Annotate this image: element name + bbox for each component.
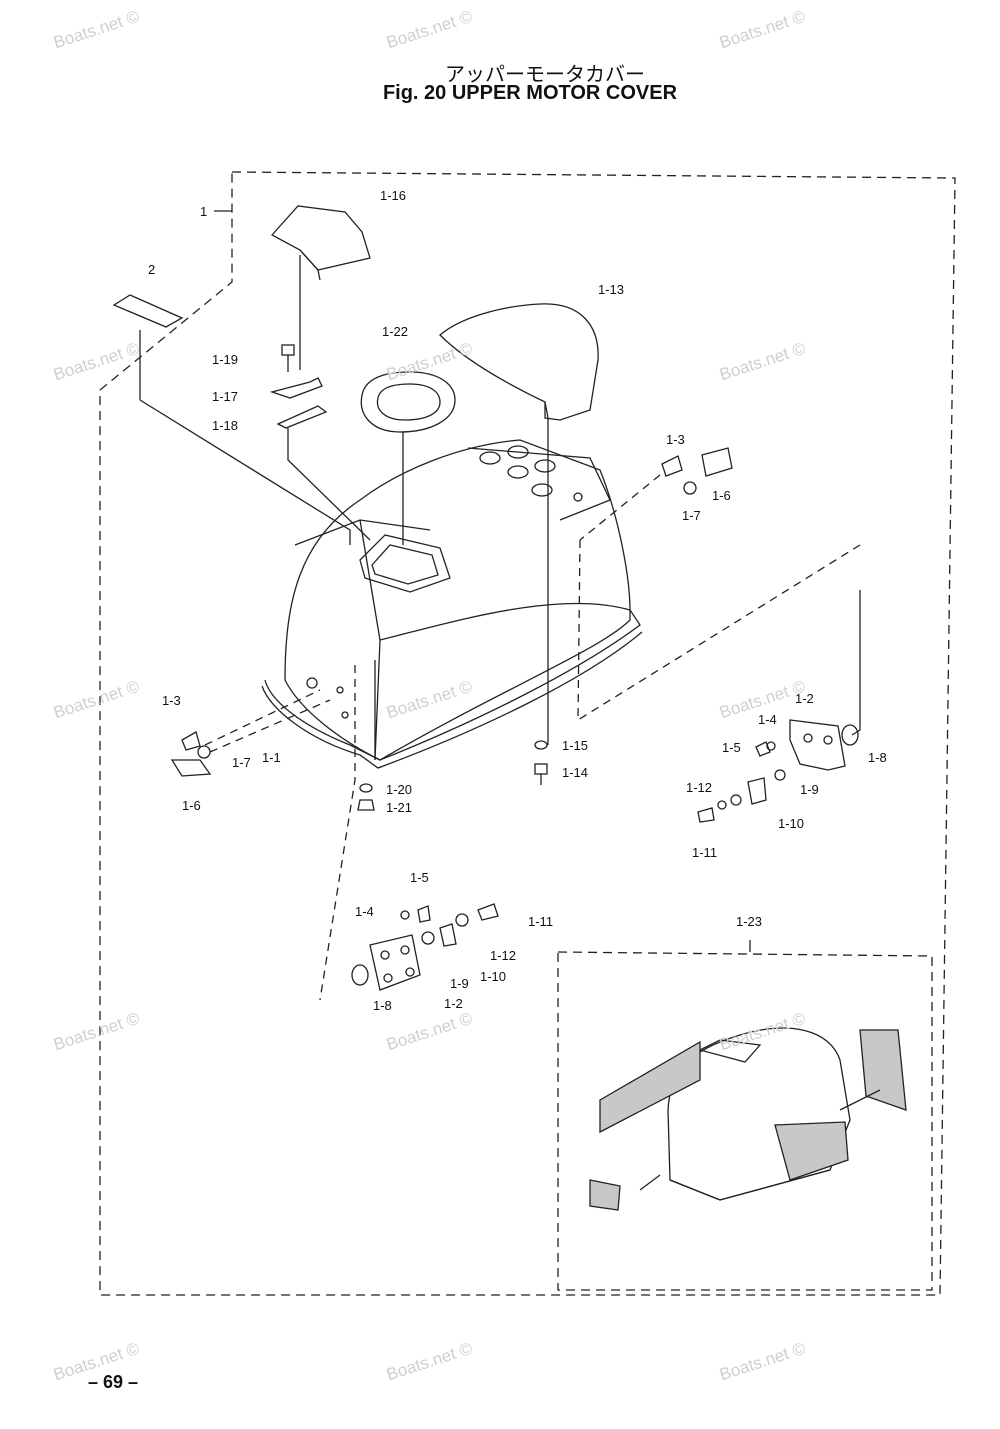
label-1-11-lower: 1-11 xyxy=(528,914,553,929)
label-1-11-right: 1-11 xyxy=(692,845,717,860)
latch-parts xyxy=(269,344,328,429)
left-latch-parts xyxy=(170,731,212,777)
label-1-9-lower: 1-9 xyxy=(450,976,469,991)
decal-right xyxy=(859,1029,907,1111)
label-1-13: 1-13 xyxy=(598,282,624,297)
part-1-16-shape xyxy=(270,205,371,281)
label-1-6-left: 1-6 xyxy=(182,798,201,813)
bolt-1-14 xyxy=(534,740,548,785)
label-1-4-right: 1-4 xyxy=(758,712,777,727)
nut-1-21 xyxy=(357,783,375,811)
right-bracket-group xyxy=(697,719,859,823)
page-number: – 69 – xyxy=(88,1372,139,1392)
title-japanese: アッパーモータカバー xyxy=(445,62,645,86)
decal-left xyxy=(599,1040,701,1134)
label-1-3-left: 1-3 xyxy=(162,693,181,708)
page-title: Fig. 20 UPPER MOTOR COVER xyxy=(382,82,678,104)
part-1-22-shape xyxy=(360,371,456,433)
label-1-8-lower: 1-8 xyxy=(373,998,392,1013)
label-1-7-right: 1-7 xyxy=(682,508,701,523)
label-2: 2 xyxy=(148,262,155,277)
label-1-5-lower: 1-5 xyxy=(410,870,429,885)
part-1-13-shape xyxy=(439,303,599,421)
upper-motor-cover xyxy=(261,439,643,769)
part-2-decal xyxy=(112,294,184,328)
label-1-5-right: 1-5 xyxy=(722,740,741,755)
label-1-2-right: 1-2 xyxy=(795,691,814,706)
label-1-21: 1-21 xyxy=(386,800,412,815)
label-1-23: 1-23 xyxy=(736,914,762,929)
label-1-20: 1-20 xyxy=(386,782,412,797)
inset-boundary xyxy=(557,951,933,1291)
label-1-8-right: 1-8 xyxy=(868,750,887,765)
decal-front xyxy=(774,1121,849,1181)
label-1-15: 1-15 xyxy=(562,738,588,753)
label-1-7-left: 1-7 xyxy=(232,755,251,770)
label-1-18: 1-18 xyxy=(212,418,238,433)
assembly-boundary xyxy=(99,171,956,1296)
decal-small xyxy=(589,1179,621,1211)
label-1-16: 1-16 xyxy=(380,188,406,203)
label-1-6-right: 1-6 xyxy=(712,488,731,503)
label-1-4-lower: 1-4 xyxy=(355,904,374,919)
label-1-12-right: 1-12 xyxy=(686,780,712,795)
label-1-19: 1-19 xyxy=(212,352,238,367)
label-1-3-right: 1-3 xyxy=(666,432,685,447)
label-1-9-right: 1-9 xyxy=(800,782,819,797)
label-1-2-lower: 1-2 xyxy=(444,996,463,1011)
lower-bracket-group xyxy=(351,903,499,991)
label-1: 1 xyxy=(200,204,207,219)
label-1-1: 1-1 xyxy=(262,750,281,765)
right-latch-parts xyxy=(661,447,733,495)
label-1-10-lower: 1-10 xyxy=(480,969,506,984)
label-1-12-lower: 1-12 xyxy=(490,948,516,963)
label-1-14: 1-14 xyxy=(562,765,588,780)
label-1-10-right: 1-10 xyxy=(778,816,804,831)
label-1-22: 1-22 xyxy=(382,324,408,339)
label-1-17: 1-17 xyxy=(212,389,238,404)
